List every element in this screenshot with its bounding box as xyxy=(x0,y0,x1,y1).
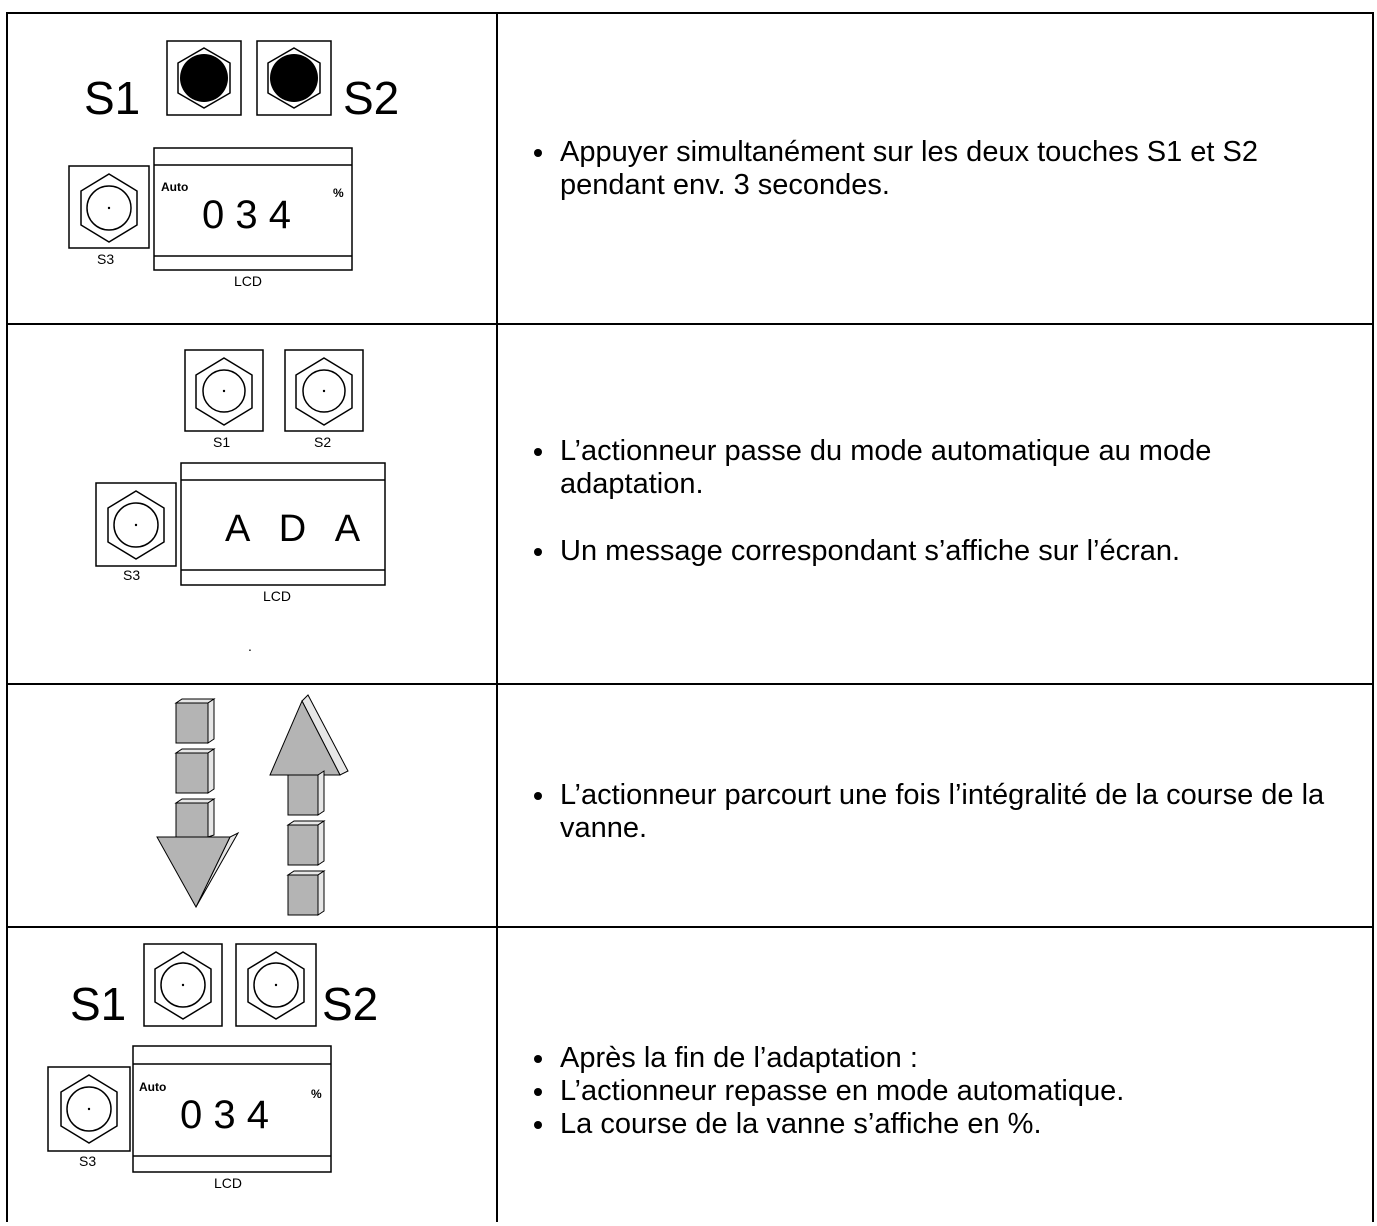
bullet: L’actionneur parcourt une fois l’intégra… xyxy=(518,779,1352,845)
s3-label: S3 xyxy=(123,567,140,583)
step-row-3: L’actionneur parcourt une fois l’intégra… xyxy=(8,685,1372,928)
step-row-4: S1 S2 S3 xyxy=(8,928,1372,1224)
s2-button-icon xyxy=(284,349,364,432)
s1-button-icon xyxy=(184,349,264,432)
lcd-display: Auto 0 3 4 % xyxy=(153,147,353,271)
s1-label: S1 xyxy=(213,434,230,450)
lcd-value: A D A xyxy=(225,508,370,550)
lcd-display: A D A xyxy=(180,462,386,586)
instruction-table: S1 S2 S3 Aut xyxy=(6,12,1374,1222)
keypad-diagram-4: S1 S2 S3 xyxy=(47,943,378,1191)
bullet: L’actionneur repasse en mode automatique… xyxy=(518,1075,1352,1108)
s2-label: S2 xyxy=(322,978,378,1030)
step-row-1: S1 S2 S3 Aut xyxy=(8,14,1372,325)
s2-label: S2 xyxy=(343,72,399,124)
column-divider xyxy=(496,14,498,1222)
s1-label: S1 xyxy=(70,978,126,1030)
lcd-unit: % xyxy=(333,186,344,200)
step-text-1: Appuyer simultanément sur les deux touch… xyxy=(518,136,1352,202)
step-row-2: S1 S2 S3 A D A LCD . xyxy=(8,325,1372,685)
step-text-3: L’actionneur parcourt une fois l’intégra… xyxy=(518,779,1352,845)
arrow-down-icon xyxy=(156,698,240,909)
bullet: La course de la vanne s’affiche en %. xyxy=(518,1108,1352,1141)
s2-button-icon xyxy=(256,40,332,116)
bullet: Après la fin de l’adaptation : xyxy=(518,1042,1352,1075)
s3-label: S3 xyxy=(97,251,114,267)
step-text-2: L’actionneur passe du mode automatique a… xyxy=(518,435,1352,568)
step-text-4: Après la fin de l’adaptation : L’actionn… xyxy=(518,1042,1352,1141)
s2-label: S2 xyxy=(314,434,331,450)
bullet: Appuyer simultanément sur les deux touch… xyxy=(518,136,1352,202)
lcd-mode: Auto xyxy=(161,180,188,194)
lcd-value: 0 3 4 xyxy=(202,193,291,237)
s3-button-icon xyxy=(47,1066,131,1152)
keypad-diagram-1: S1 S2 S3 Aut xyxy=(68,40,399,289)
s3-label: S3 xyxy=(79,1153,96,1169)
lcd-mode: Auto xyxy=(139,1080,166,1094)
lcd-caption: LCD xyxy=(234,273,262,289)
footnote-dot: . xyxy=(248,638,252,654)
s1-button-icon xyxy=(166,40,242,116)
arrow-up-icon xyxy=(269,694,349,916)
bullet: L’actionneur passe du mode automatique a… xyxy=(518,435,1352,501)
lcd-caption: LCD xyxy=(263,588,291,604)
bullet: Un message correspondant s’affiche sur l… xyxy=(518,535,1352,568)
travel-diagram xyxy=(156,694,349,916)
keypad-diagram-2: S1 S2 S3 A D A LCD . xyxy=(95,349,386,654)
lcd-value: 0 3 4 xyxy=(180,1093,269,1137)
s3-button-icon xyxy=(95,482,177,567)
s2-button-icon xyxy=(235,943,317,1027)
lcd-caption: LCD xyxy=(214,1175,242,1191)
s1-label: S1 xyxy=(84,72,140,124)
lcd-unit: % xyxy=(311,1087,322,1101)
lcd-display: Auto 0 3 4 % xyxy=(132,1045,332,1173)
s3-button-icon xyxy=(68,165,150,249)
s1-button-icon xyxy=(143,943,223,1027)
